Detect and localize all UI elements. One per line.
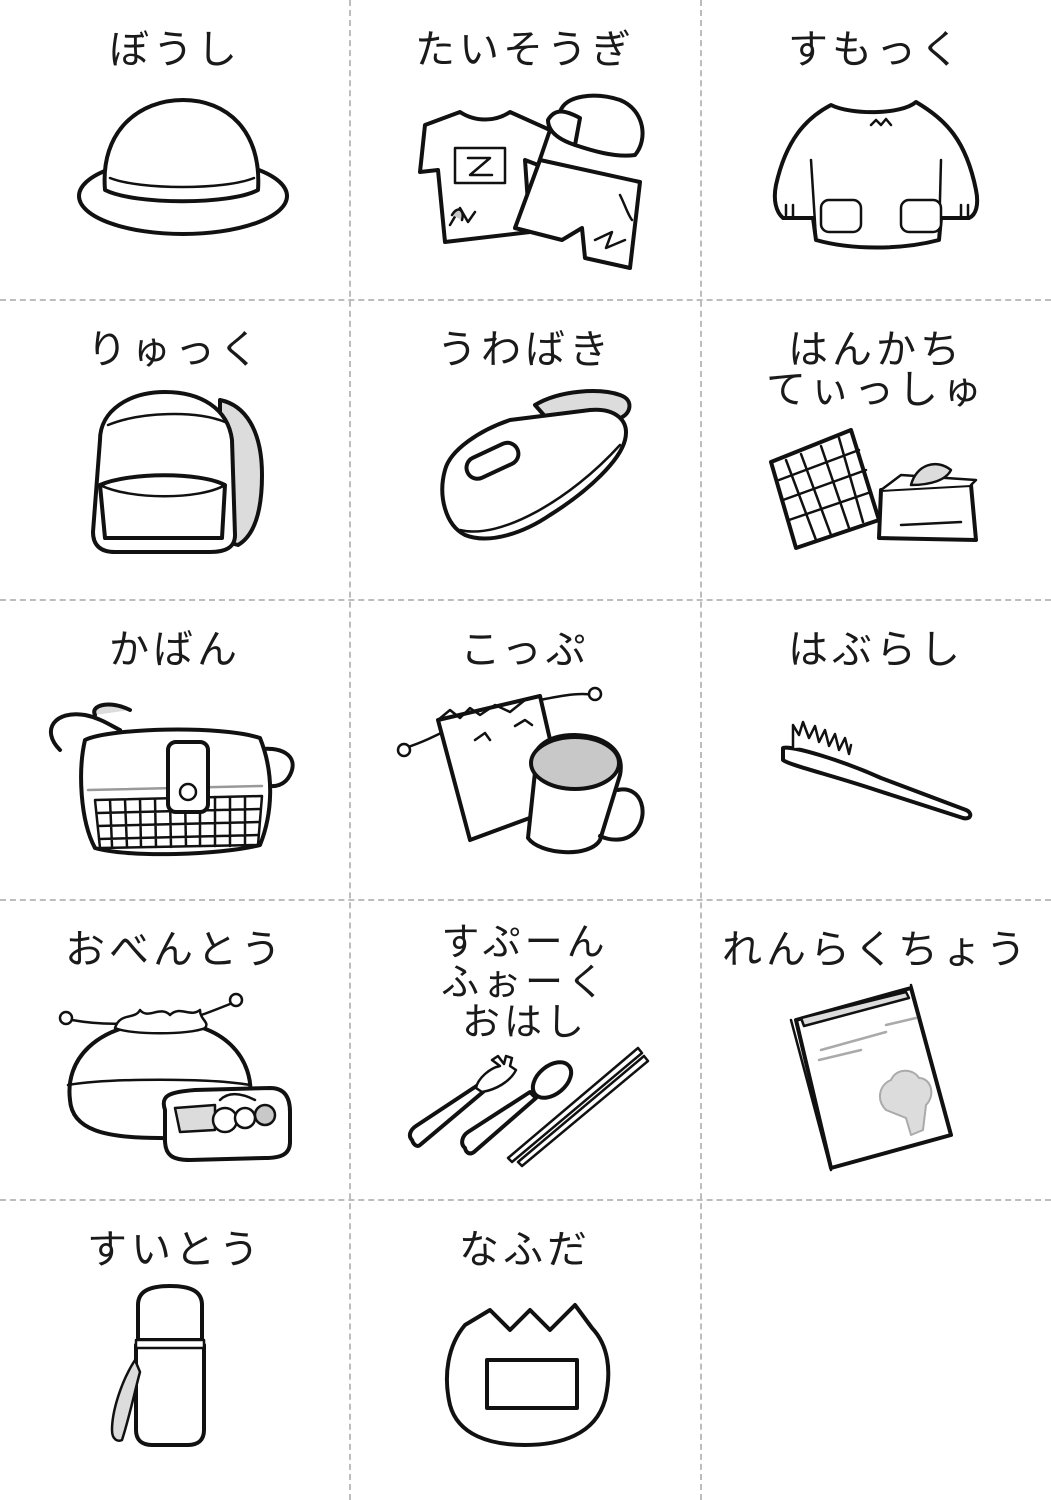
card-label-line: すぷーん [441,920,609,964]
shoe-bag-icon [440,389,632,541]
card-label: うわばき [437,327,613,373]
cut-guide-horizontal [0,299,1051,301]
card-gym-clothes: たいそうぎ [350,0,700,300]
card-label: なふだ [459,1227,591,1273]
card-label: たいそうぎ [415,27,635,73]
card-shoe-bag: うわばき [350,300,700,600]
smock-icon [772,100,980,250]
card-label: りゅっく [87,327,263,373]
card-label-line: ふぉーく [440,960,609,1004]
card-smock: すもっく [701,0,1051,300]
notebook-icon [789,983,953,1172]
cut-guide-vertical [700,0,702,1500]
card-label: すいとう [87,1227,263,1273]
cut-guide-horizontal [0,599,1051,601]
hat-icon [77,98,289,236]
card-water-bottle: すいとう [0,1200,350,1500]
card-shoulder-bag: かばん [0,600,350,900]
card-backpack: りゅっく [0,300,350,600]
cut-guide-vertical [349,0,351,1500]
card-label-line: おはし [461,1000,588,1044]
card-label-line: はんかち [788,327,964,373]
card-label: おべんとう [65,927,285,973]
handkerchief-tissue-icon [769,428,978,550]
card-label: こっぷ [460,627,590,673]
card-label: はぶらし [788,627,964,673]
card-name-tag: なふだ [350,1200,700,1500]
card-label-line: てぃっしゅ [766,367,986,413]
card-toothbrush: はぶらし [701,600,1051,900]
lunchbox-icon [58,992,292,1162]
cup-icon [396,686,645,855]
card-cutlery: すぷーん ふぉーく おはし [350,900,700,1200]
card-label: はんかち てぃっしゅ [701,330,1051,410]
backpack-icon [91,390,264,554]
card-label: れんらくちょう [722,927,1030,973]
card-label: すぷーん ふぉーく おはし [350,922,700,1042]
toothbrush-icon [781,720,973,821]
card-hat: ぼうし [0,0,350,300]
name-tag-icon [444,1303,611,1447]
card-notebook: れんらくちょう [701,900,1051,1200]
card-handkerchief-tissue: はんかち てぃっしゅ [701,300,1051,600]
cutlery-icon [407,1046,650,1168]
card-label: かばん [109,627,241,673]
water-bottle-icon [110,1284,206,1447]
cut-guide-horizontal [0,1199,1051,1201]
card-lunchbox: おべんとう [0,900,350,1200]
card-cup: こっぷ [350,600,700,900]
gym-clothes-icon [418,93,645,270]
cut-guide-horizontal [0,899,1051,901]
shoulder-bag-icon [48,702,295,857]
card-label: すもっく [788,27,964,73]
card-label: ぼうし [109,27,241,73]
